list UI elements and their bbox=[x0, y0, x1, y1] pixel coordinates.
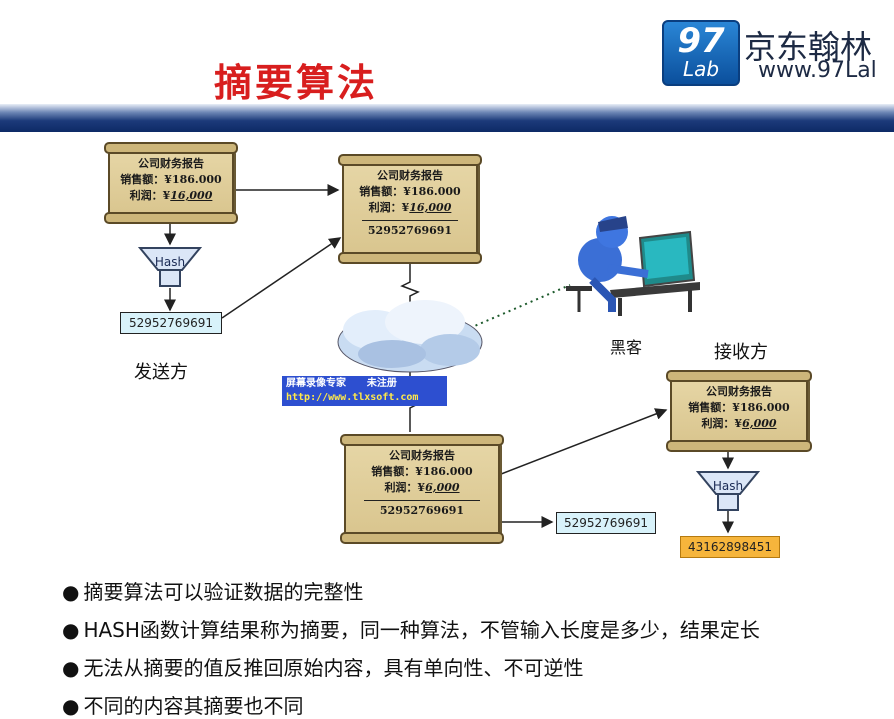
hacker-label: 黑客 bbox=[610, 338, 643, 357]
recorder-watermark: 屏幕录像专家 未注册 http://www.tlxsoft.com bbox=[282, 376, 447, 406]
header-bar bbox=[0, 104, 894, 132]
report-sales: 销售额：¥186.000 bbox=[120, 173, 222, 186]
sender-report-document: 公司财务报告 销售额：¥186.000 利润：¥16,000 bbox=[104, 142, 238, 224]
report-sales: 销售额：¥186.000 bbox=[371, 465, 473, 478]
report-profit: 利润：¥6,000 bbox=[384, 481, 460, 494]
watermark-url: http://www.tlxsoft.com bbox=[286, 392, 419, 403]
tampered-report-document: 公司财务报告 销售额：¥186.000 利润：¥6,000 5295276969… bbox=[340, 434, 504, 544]
bullet-dot-icon: ● bbox=[62, 580, 80, 604]
logo-lab-text: Lab bbox=[682, 57, 720, 81]
logo-number: 97 bbox=[677, 21, 725, 61]
bullet-item: ●不同的内容其摘要也不同 bbox=[62, 694, 304, 718]
report-profit: 利润：¥16,000 bbox=[129, 189, 213, 202]
sender-digest-box: 52952769691 bbox=[120, 312, 222, 334]
brand-logo: 97 Lab bbox=[662, 20, 740, 86]
received-digest-box: 52952769691 bbox=[556, 512, 656, 534]
receiver-report-document: 公司财务报告 销售额：¥186.000 利润：¥6,000 bbox=[666, 370, 812, 452]
bullet-dot-icon: ● bbox=[62, 618, 80, 642]
report-sales: 销售额：¥186.000 bbox=[359, 185, 461, 198]
report-digest: 52952769691 bbox=[379, 504, 465, 517]
bullet-item: ●无法从摘要的值反推回原始内容，具有单向性、不可逆性 bbox=[62, 656, 584, 680]
receiver-label: 接收方 bbox=[714, 342, 768, 363]
hash-label: Hash bbox=[155, 255, 185, 269]
report-title: 公司财务报告 bbox=[138, 157, 204, 170]
report-profit: 利润：¥16,000 bbox=[368, 201, 452, 214]
report-title: 公司财务报告 bbox=[377, 169, 443, 182]
recomputed-digest-box: 43162898451 bbox=[680, 536, 780, 558]
sender-label: 发送方 bbox=[134, 362, 188, 383]
bullet-item: ●摘要算法可以验证数据的完整性 bbox=[62, 580, 364, 604]
signed-report-document: 公司财务报告 销售额：¥186.000 利润：¥16,000 529527696… bbox=[338, 154, 482, 264]
network-cloud-icon bbox=[337, 300, 483, 373]
bullet-dot-icon: ● bbox=[62, 656, 80, 680]
report-title: 公司财务报告 bbox=[706, 385, 772, 398]
report-sales: 销售额：¥186.000 bbox=[688, 401, 790, 414]
watermark-line1: 屏幕录像专家 未注册 bbox=[286, 378, 397, 389]
slide-title: 摘要算法 bbox=[214, 60, 379, 105]
report-title: 公司财务报告 bbox=[389, 449, 455, 462]
sender-hash-funnel: Hash bbox=[138, 247, 202, 287]
report-profit: 利润：¥6,000 bbox=[701, 417, 777, 430]
report-digest: 52952769691 bbox=[367, 224, 453, 237]
bullet-item: ●HASH函数计算结果称为摘要，同一种算法，不管输入长度是多少，结果定长 bbox=[62, 618, 760, 642]
brand-name: 京东翰林 bbox=[744, 28, 873, 66]
hash-label: Hash bbox=[713, 479, 743, 493]
hacker-figure-icon bbox=[566, 216, 700, 316]
bullet-dot-icon: ● bbox=[62, 694, 80, 718]
receiver-hash-funnel: Hash bbox=[696, 471, 760, 511]
brand-url: www.97Lal bbox=[758, 58, 877, 83]
